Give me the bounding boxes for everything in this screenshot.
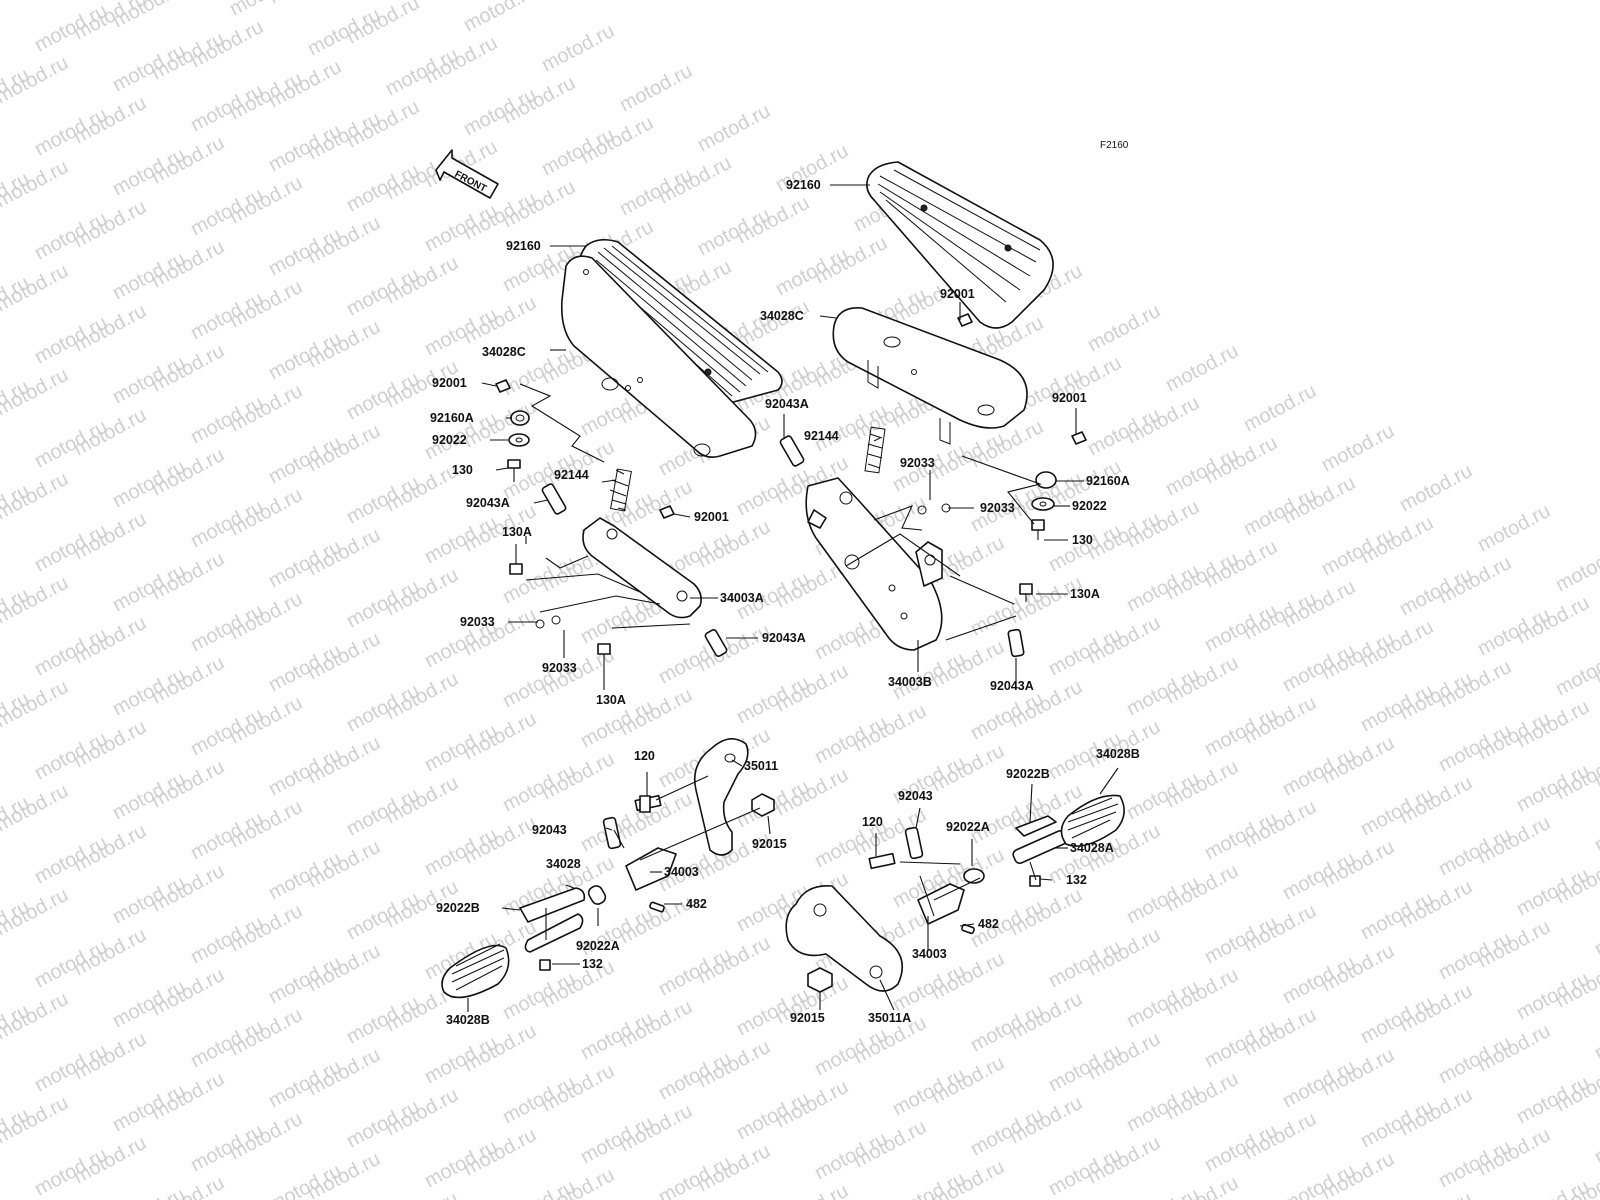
part-label: 34028C (482, 345, 526, 359)
left-pivot-bracket (509, 517, 728, 672)
part-label: 92160 (786, 178, 821, 192)
part-label: 92022B (1006, 767, 1050, 781)
part-label: 92001 (432, 376, 467, 390)
right-floorboard-pad (866, 161, 1054, 329)
right-guide-lines (845, 455, 1042, 641)
right-hardware (779, 313, 1087, 658)
part-label: 92043A (765, 397, 809, 411)
part-label: 92043 (532, 823, 567, 837)
part-label: 34003A (720, 591, 764, 605)
part-label: 130A (596, 693, 626, 707)
part-label: 92022A (946, 820, 990, 834)
part-label: 34028C (760, 309, 804, 323)
part-label: 92043A (466, 496, 510, 510)
part-label: 92043 (898, 789, 933, 803)
right-pivot-bracket (805, 477, 943, 651)
left-guide-lines (519, 383, 691, 629)
part-label: 130 (1072, 533, 1093, 547)
part-label: 92144 (804, 429, 839, 443)
part-label: 92033 (460, 615, 495, 629)
left-floorboard-bracket (560, 255, 757, 458)
part-label: 132 (1066, 873, 1087, 887)
part-label: 35011A (868, 1011, 911, 1025)
lower-right-guide-lines (899, 861, 1037, 917)
part-label: 34003 (664, 865, 699, 879)
part-label: 34003B (888, 675, 932, 689)
part-label: 92033 (900, 456, 935, 470)
part-label: 130 (452, 463, 473, 477)
leader-lines (467, 184, 1119, 1012)
part-label: 92022A (576, 939, 620, 953)
part-label: 92043A (990, 679, 1034, 693)
part-label: 34003 (912, 947, 947, 961)
front-arrow-icon: FRONT (435, 149, 499, 199)
part-label: 92033 (542, 661, 577, 675)
part-labels: 92160 92160 34028C 92001 34028C 92001 92… (430, 178, 1140, 1027)
part-label: 120 (862, 815, 883, 829)
part-label: 92001 (940, 287, 975, 301)
part-label: 34028A (1070, 841, 1114, 855)
part-label: 92001 (694, 510, 729, 524)
part-label: 482 (686, 897, 707, 911)
part-label: 92160A (430, 411, 474, 425)
part-label: 92160A (1086, 474, 1130, 488)
part-label: 92022B (436, 901, 480, 915)
part-label: 130A (502, 525, 532, 539)
part-label: 92015 (752, 837, 787, 851)
diagram-code: F2160 (1100, 140, 1129, 151)
part-label: 132 (582, 957, 603, 971)
part-label: 120 (634, 749, 655, 763)
part-label: 92144 (554, 468, 589, 482)
lower-left-footpeg-assembly (441, 738, 775, 999)
part-label: 92160 (506, 239, 541, 253)
part-label: 482 (978, 917, 999, 931)
part-label: 92022 (432, 433, 467, 447)
lower-right-footpeg-assembly (785, 794, 1125, 993)
part-label: 92022 (1072, 499, 1107, 513)
part-label: 92043A (762, 631, 806, 645)
part-label: 34028B (1096, 747, 1140, 761)
part-label: 34028 (546, 857, 581, 871)
lower-left-guide-lines (545, 775, 761, 940)
part-label: 35011 (744, 759, 778, 773)
part-label: 34028B (446, 1013, 490, 1027)
part-label: 92033 (980, 501, 1015, 515)
part-label: 92001 (1052, 391, 1087, 405)
right-floorboard-bracket (832, 307, 1028, 445)
part-label: 92015 (790, 1011, 825, 1025)
part-label: 130A (1070, 587, 1100, 601)
